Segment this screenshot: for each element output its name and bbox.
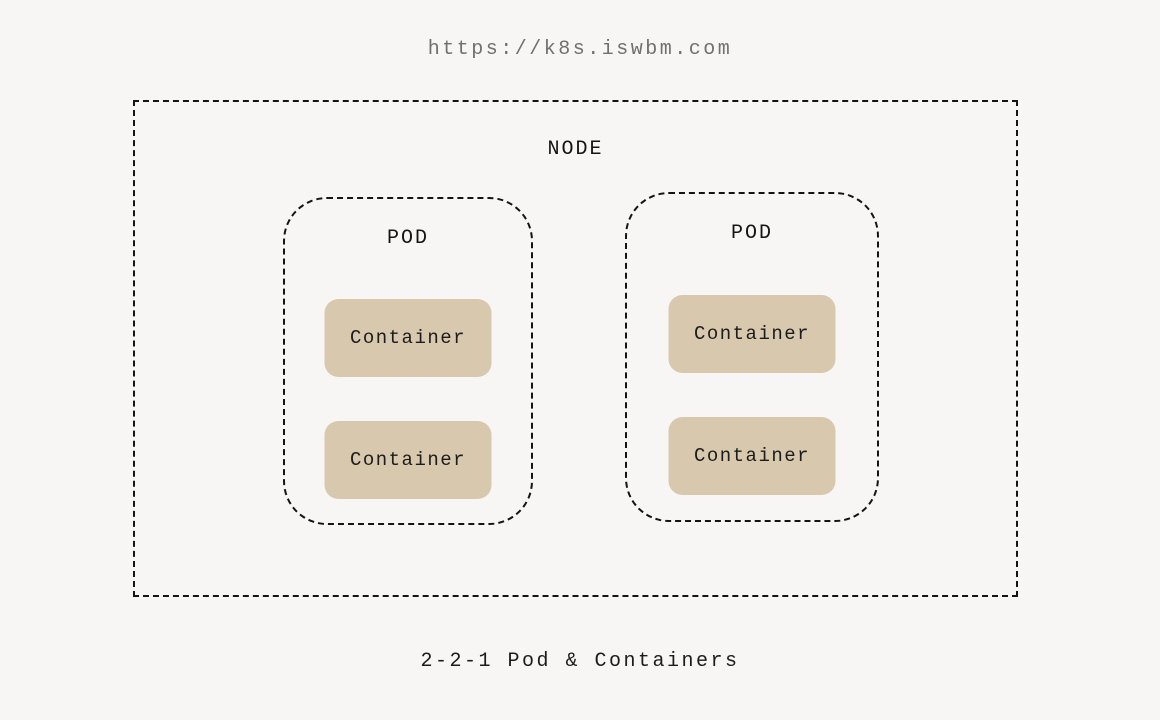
diagram-caption: 2-2-1 Pod & Containers xyxy=(420,650,740,673)
pod-label: POD xyxy=(386,227,429,250)
site-url: https://k8s.iswbm.com xyxy=(427,38,733,61)
pod-box-left: POD Container Container xyxy=(283,197,533,525)
container-box: Container xyxy=(324,421,492,499)
container-box: Container xyxy=(668,417,836,495)
node-label: NODE xyxy=(547,138,604,161)
container-box: Container xyxy=(324,299,492,377)
pod-label: POD xyxy=(730,222,773,245)
node-box: NODE POD Container Container POD Contain… xyxy=(133,100,1018,597)
pod-box-right: POD Container Container xyxy=(625,192,879,522)
container-box: Container xyxy=(668,295,836,373)
